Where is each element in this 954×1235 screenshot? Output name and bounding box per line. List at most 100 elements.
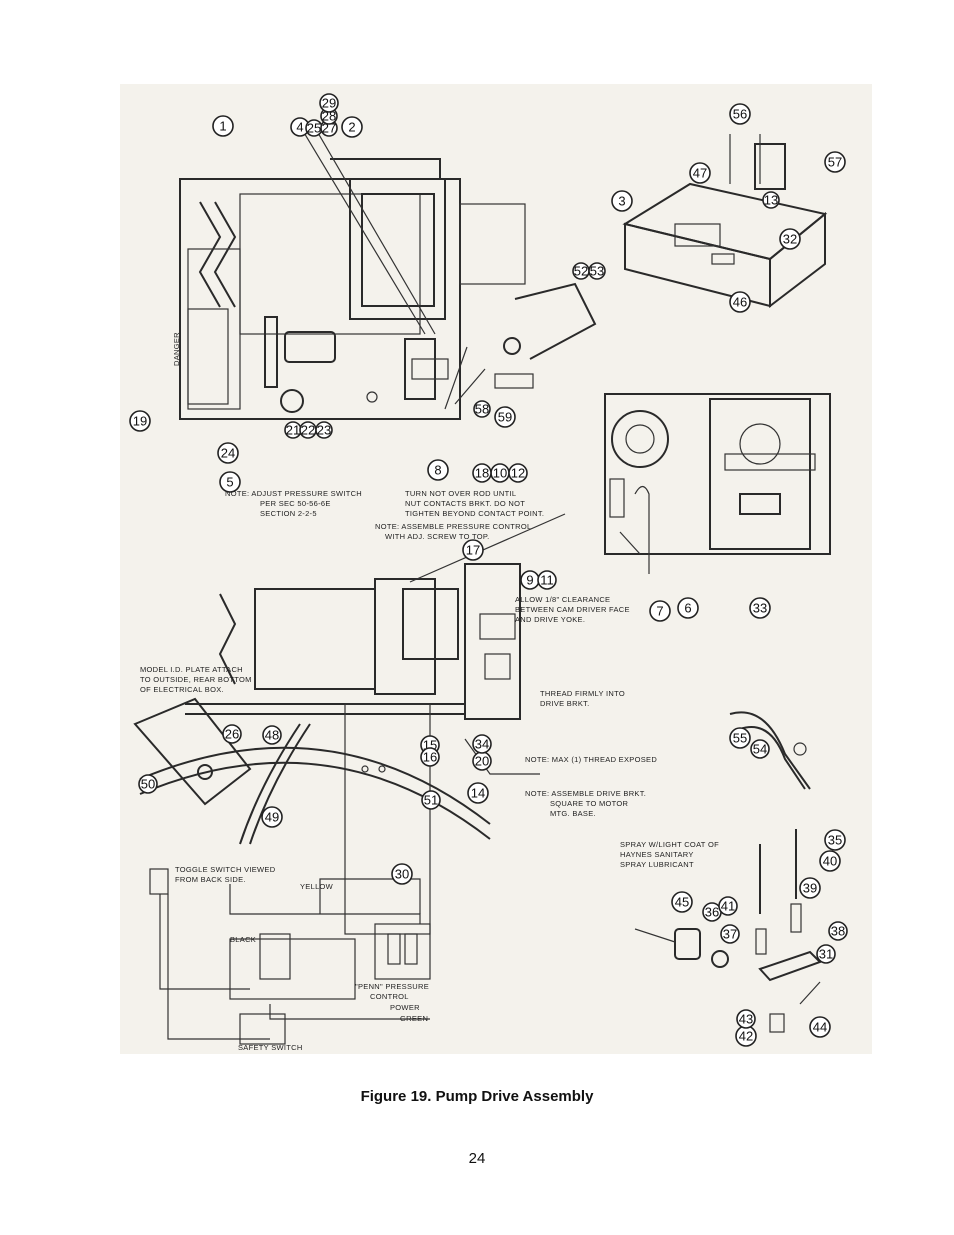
svg-text:10: 10 (493, 466, 507, 481)
note-text: DRIVE BRKT. (540, 699, 590, 708)
svg-text:26: 26 (225, 727, 239, 742)
wiring-diagram (149, 868, 431, 1045)
svg-text:56: 56 (733, 107, 747, 122)
callout-47: 47 (689, 162, 711, 184)
svg-text:14: 14 (471, 786, 485, 801)
svg-text:43: 43 (739, 1012, 753, 1027)
callout-52: 52 (572, 262, 590, 280)
svg-text:22: 22 (301, 423, 315, 438)
callout-12: 12 (508, 463, 528, 483)
callout-9: 9 (520, 570, 540, 590)
svg-text:9: 9 (526, 573, 533, 588)
note-text: WITH ADJ. SCREW TO TOP. (385, 532, 490, 541)
note-text: AND DRIVE YOKE. (515, 615, 585, 624)
svg-text:49: 49 (265, 810, 279, 825)
callout-33: 33 (749, 597, 771, 619)
svg-text:20: 20 (475, 754, 489, 769)
note-text: THREAD FIRMLY INTO (540, 689, 625, 698)
svg-text:36: 36 (705, 905, 719, 920)
svg-text:32: 32 (783, 232, 797, 247)
callout-37: 37 (720, 924, 740, 944)
svg-text:6: 6 (684, 601, 691, 616)
svg-text:48: 48 (265, 728, 279, 743)
svg-text:16: 16 (423, 750, 437, 765)
note-text: NOTE: MAX (1) THREAD EXPOSED (525, 755, 657, 764)
pump-front-view (604, 393, 831, 574)
svg-text:13: 13 (764, 193, 778, 208)
callout-31: 31 (816, 944, 836, 964)
svg-text:8: 8 (434, 463, 441, 478)
note-text: FROM BACK SIDE. (175, 875, 246, 884)
svg-text:55: 55 (733, 731, 747, 746)
svg-text:42: 42 (739, 1029, 753, 1044)
note-text: TO OUTSIDE, REAR BOTTOM (140, 675, 252, 684)
callout-36: 36 (702, 902, 722, 922)
callout-5: 5 (219, 471, 241, 493)
callout-40: 40 (819, 850, 841, 872)
cover-box (622, 134, 828, 309)
callout-24: 24 (217, 442, 239, 464)
callout-4: 4 (290, 117, 310, 137)
svg-text:17: 17 (466, 543, 480, 558)
callout-56: 56 (729, 103, 751, 125)
callout-39: 39 (799, 877, 821, 899)
drawing-notes: TURN NOT OVER ROD UNTIL NUT CONTACTS BRK… (140, 489, 719, 1052)
callout-8: 8 (427, 459, 449, 481)
svg-text:19: 19 (133, 414, 147, 429)
callout-22: 22 (299, 421, 317, 439)
svg-text:28: 28 (322, 109, 336, 124)
svg-text:30: 30 (395, 867, 409, 882)
svg-text:47: 47 (693, 166, 707, 181)
callout-25: 25 (305, 119, 323, 137)
callout-11: 11 (537, 570, 557, 590)
svg-text:37: 37 (723, 927, 737, 942)
svg-text:45: 45 (675, 895, 689, 910)
callout-44: 44 (809, 1016, 831, 1038)
note-text: GREEN (400, 1014, 428, 1023)
danger-label: DANGER (172, 332, 181, 366)
note-text: TOGGLE SWITCH VIEWED (175, 865, 276, 874)
note-text: HAYNES SANITARY (620, 850, 694, 859)
svg-text:2: 2 (348, 120, 355, 135)
callout-30: 30 (391, 863, 413, 885)
svg-text:24: 24 (221, 446, 235, 461)
callout-1: 1 (212, 115, 234, 137)
note-text: PER SEC 50-56-6E (260, 499, 331, 508)
callout-49: 49 (261, 806, 283, 828)
callout-18: 18 (472, 463, 492, 483)
svg-text:23: 23 (317, 423, 331, 438)
svg-text:40: 40 (823, 854, 837, 869)
callout-19: 19 (129, 410, 151, 432)
callout-23: 23 (315, 421, 333, 439)
svg-text:31: 31 (819, 947, 833, 962)
callout-46: 46 (729, 291, 751, 313)
note-text: SAFETY SWITCH (238, 1043, 303, 1052)
callout-53: 53 (588, 262, 606, 280)
svg-text:18: 18 (475, 466, 489, 481)
note-text: NOTE: ASSEMBLE DRIVE BRKT. (525, 789, 646, 798)
svg-text:52: 52 (574, 264, 588, 279)
note-text: OF ELECTRICAL BOX. (140, 685, 224, 694)
svg-text:57: 57 (828, 155, 842, 170)
svg-text:4: 4 (296, 120, 303, 135)
svg-text:21: 21 (286, 423, 300, 438)
note-text: SQUARE TO MOTOR (550, 799, 629, 808)
callout-17: 17 (462, 539, 484, 561)
svg-text:3: 3 (618, 194, 625, 209)
note-text: NOTE: ADJUST PRESSURE SWITCH (225, 489, 362, 498)
svg-text:35: 35 (828, 833, 842, 848)
callout-10: 10 (490, 463, 510, 483)
svg-text:25: 25 (307, 121, 321, 136)
note-text: "PENN" PRESSURE (355, 982, 429, 991)
callout-59: 59 (494, 406, 516, 428)
svg-text:44: 44 (813, 1020, 827, 1035)
callout-58: 58 (473, 400, 491, 418)
note-text: BLACK (230, 935, 256, 944)
svg-text:50: 50 (141, 777, 155, 792)
svg-text:58: 58 (475, 402, 489, 417)
svg-text:46: 46 (733, 295, 747, 310)
svg-text:1: 1 (219, 119, 226, 134)
electrical-box-top-view: DANGER (172, 125, 597, 420)
callout-43: 43 (736, 1009, 756, 1029)
note-text: NOTE: ASSEMBLE PRESSURE CONTROL (375, 522, 531, 531)
